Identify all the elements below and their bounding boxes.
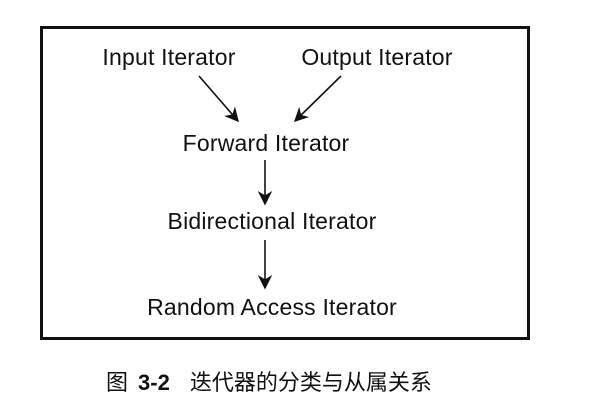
- node-bidirectional-iterator: Bidirectional Iterator: [167, 208, 377, 234]
- edge-output-to-forward: [293, 75, 342, 123]
- node-forward-iterator: Forward Iterator: [182, 130, 350, 156]
- caption-text: 迭代器的分类与从属关系: [189, 371, 432, 396]
- caption-figure-number: 3-2: [138, 370, 170, 395]
- caption-prefix: 图: [106, 371, 129, 396]
- figure-caption: 图 3-2 迭代器的分类与从属关系: [106, 370, 432, 397]
- edge-input-to-forward: [198, 75, 239, 123]
- diagram-frame: [40, 26, 530, 340]
- node-input-iterator: Input Iterator: [102, 44, 236, 70]
- node-output-iterator: Output Iterator: [301, 44, 453, 70]
- node-random-access-iterator: Random Access Iterator: [147, 294, 397, 320]
